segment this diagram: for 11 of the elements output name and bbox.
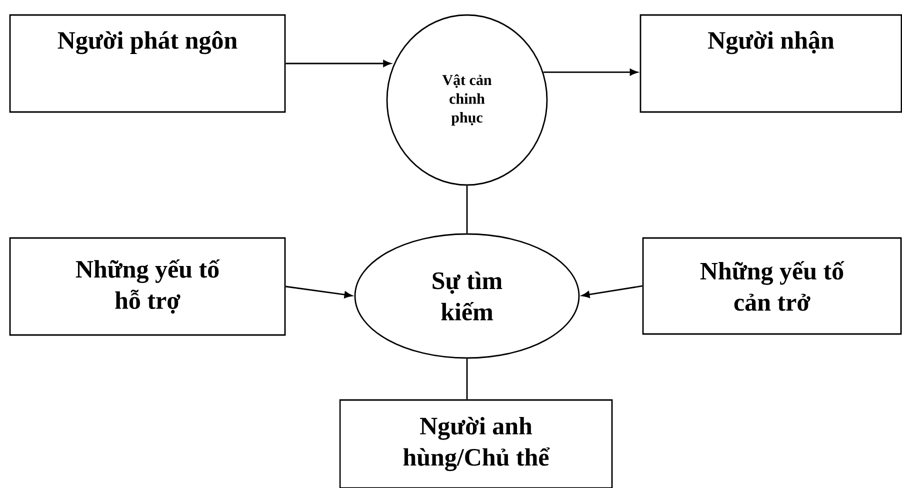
process-box: Những yếu tố cản trở — [642, 237, 902, 335]
process-box: Người phát ngôn — [9, 14, 286, 113]
process-box: Những yếu tố hỗ trợ — [9, 237, 286, 336]
arrow — [286, 286, 352, 298]
arrow — [582, 285, 642, 298]
process-box: Người anh hùng/Chủ thể — [339, 399, 613, 488]
connector-line — [466, 186, 468, 234]
process-box: Người nhận — [640, 14, 902, 113]
arrow — [286, 60, 392, 67]
arrow — [543, 68, 638, 76]
connector-line — [466, 358, 468, 400]
